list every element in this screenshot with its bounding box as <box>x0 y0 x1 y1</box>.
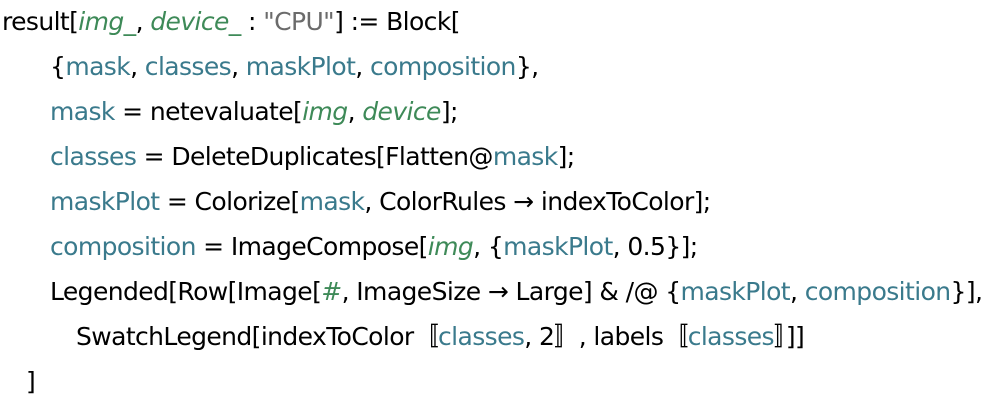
local-variable: mask <box>65 52 131 81</box>
code-token: , 2〛, labels〚 <box>524 322 688 351</box>
code-line[interactable]: ] <box>0 363 1006 408</box>
pattern-variable: img_ <box>78 7 136 36</box>
code-line[interactable]: composition = ImageCompose[img, {maskPlo… <box>0 228 1006 273</box>
code-token: ]; <box>440 97 459 126</box>
code-line[interactable]: mask = netevaluate[img, device]; <box>0 93 1006 138</box>
local-variable: composition <box>50 232 196 261</box>
pattern-variable: device_ <box>150 7 241 36</box>
code-token: }], <box>950 277 983 306</box>
code-token: ]; <box>557 142 576 171</box>
code-token: , { <box>473 232 504 261</box>
local-variable: maskPlot <box>50 187 160 216</box>
code-token: SwatchLegend[indexToColor〚 <box>76 322 439 351</box>
code-token: : <box>240 7 264 36</box>
code-token: Legended[Row[Image[ <box>50 277 322 306</box>
local-variable: composition <box>804 277 951 306</box>
local-variable: maskPlot <box>680 277 791 306</box>
code-token: = Colorize[ <box>159 187 300 216</box>
code-token: , <box>790 277 805 306</box>
local-variable: maskPlot <box>245 52 356 81</box>
code-token: ] := Block[ <box>334 7 460 36</box>
local-variable: maskPlot <box>503 232 613 261</box>
code-line[interactable]: Legended[Row[Image[#, ImageSize → Large]… <box>0 273 1006 318</box>
code-token: result[ <box>2 7 79 36</box>
code-token: { <box>50 52 66 81</box>
pattern-variable: # <box>321 277 342 306</box>
local-variable: classes <box>438 322 525 351</box>
code-token: ] <box>26 367 36 396</box>
local-variable: composition <box>369 52 516 81</box>
pattern-variable: device <box>362 97 441 126</box>
code-line[interactable]: classes = DeleteDuplicates[Flatten@mask]… <box>0 138 1006 183</box>
code-line[interactable]: result[img_, device_ : "CPU"] := Block[ <box>0 3 1006 48</box>
code-token: , 0.5}]; <box>612 232 699 261</box>
local-variable: classes <box>687 322 775 351</box>
code-token: , <box>347 97 363 126</box>
code-line[interactable]: {mask, classes, maskPlot, composition}, <box>0 48 1006 93</box>
code-token: , <box>130 52 145 81</box>
code-line[interactable]: SwatchLegend[indexToColor〚classes, 2〛, l… <box>0 318 1006 363</box>
code-token: , ImageSize → Large] & /@ { <box>341 277 682 306</box>
local-variable: mask <box>492 142 558 171</box>
local-variable: mask <box>299 187 365 216</box>
code-token: }, <box>515 52 539 81</box>
pattern-variable: img <box>427 232 474 261</box>
code-token: , <box>355 52 370 81</box>
local-variable: classes <box>50 142 137 171</box>
local-variable: mask <box>50 97 115 126</box>
code-token: , <box>135 7 151 36</box>
code-token: , ColorRules → indexToColor]; <box>364 187 711 216</box>
string-literal: "CPU" <box>263 7 335 36</box>
code-token: , <box>231 52 246 81</box>
local-variable: classes <box>144 52 232 81</box>
code-token: = netevaluate[ <box>114 97 303 126</box>
code-token: = DeleteDuplicates[Flatten@ <box>136 142 494 171</box>
pattern-variable: img <box>302 97 348 126</box>
code-line[interactable]: maskPlot = Colorize[mask, ColorRules → i… <box>0 183 1006 228</box>
code-token: = ImageCompose[ <box>195 232 428 261</box>
code-token: 〛]] <box>773 322 805 351</box>
